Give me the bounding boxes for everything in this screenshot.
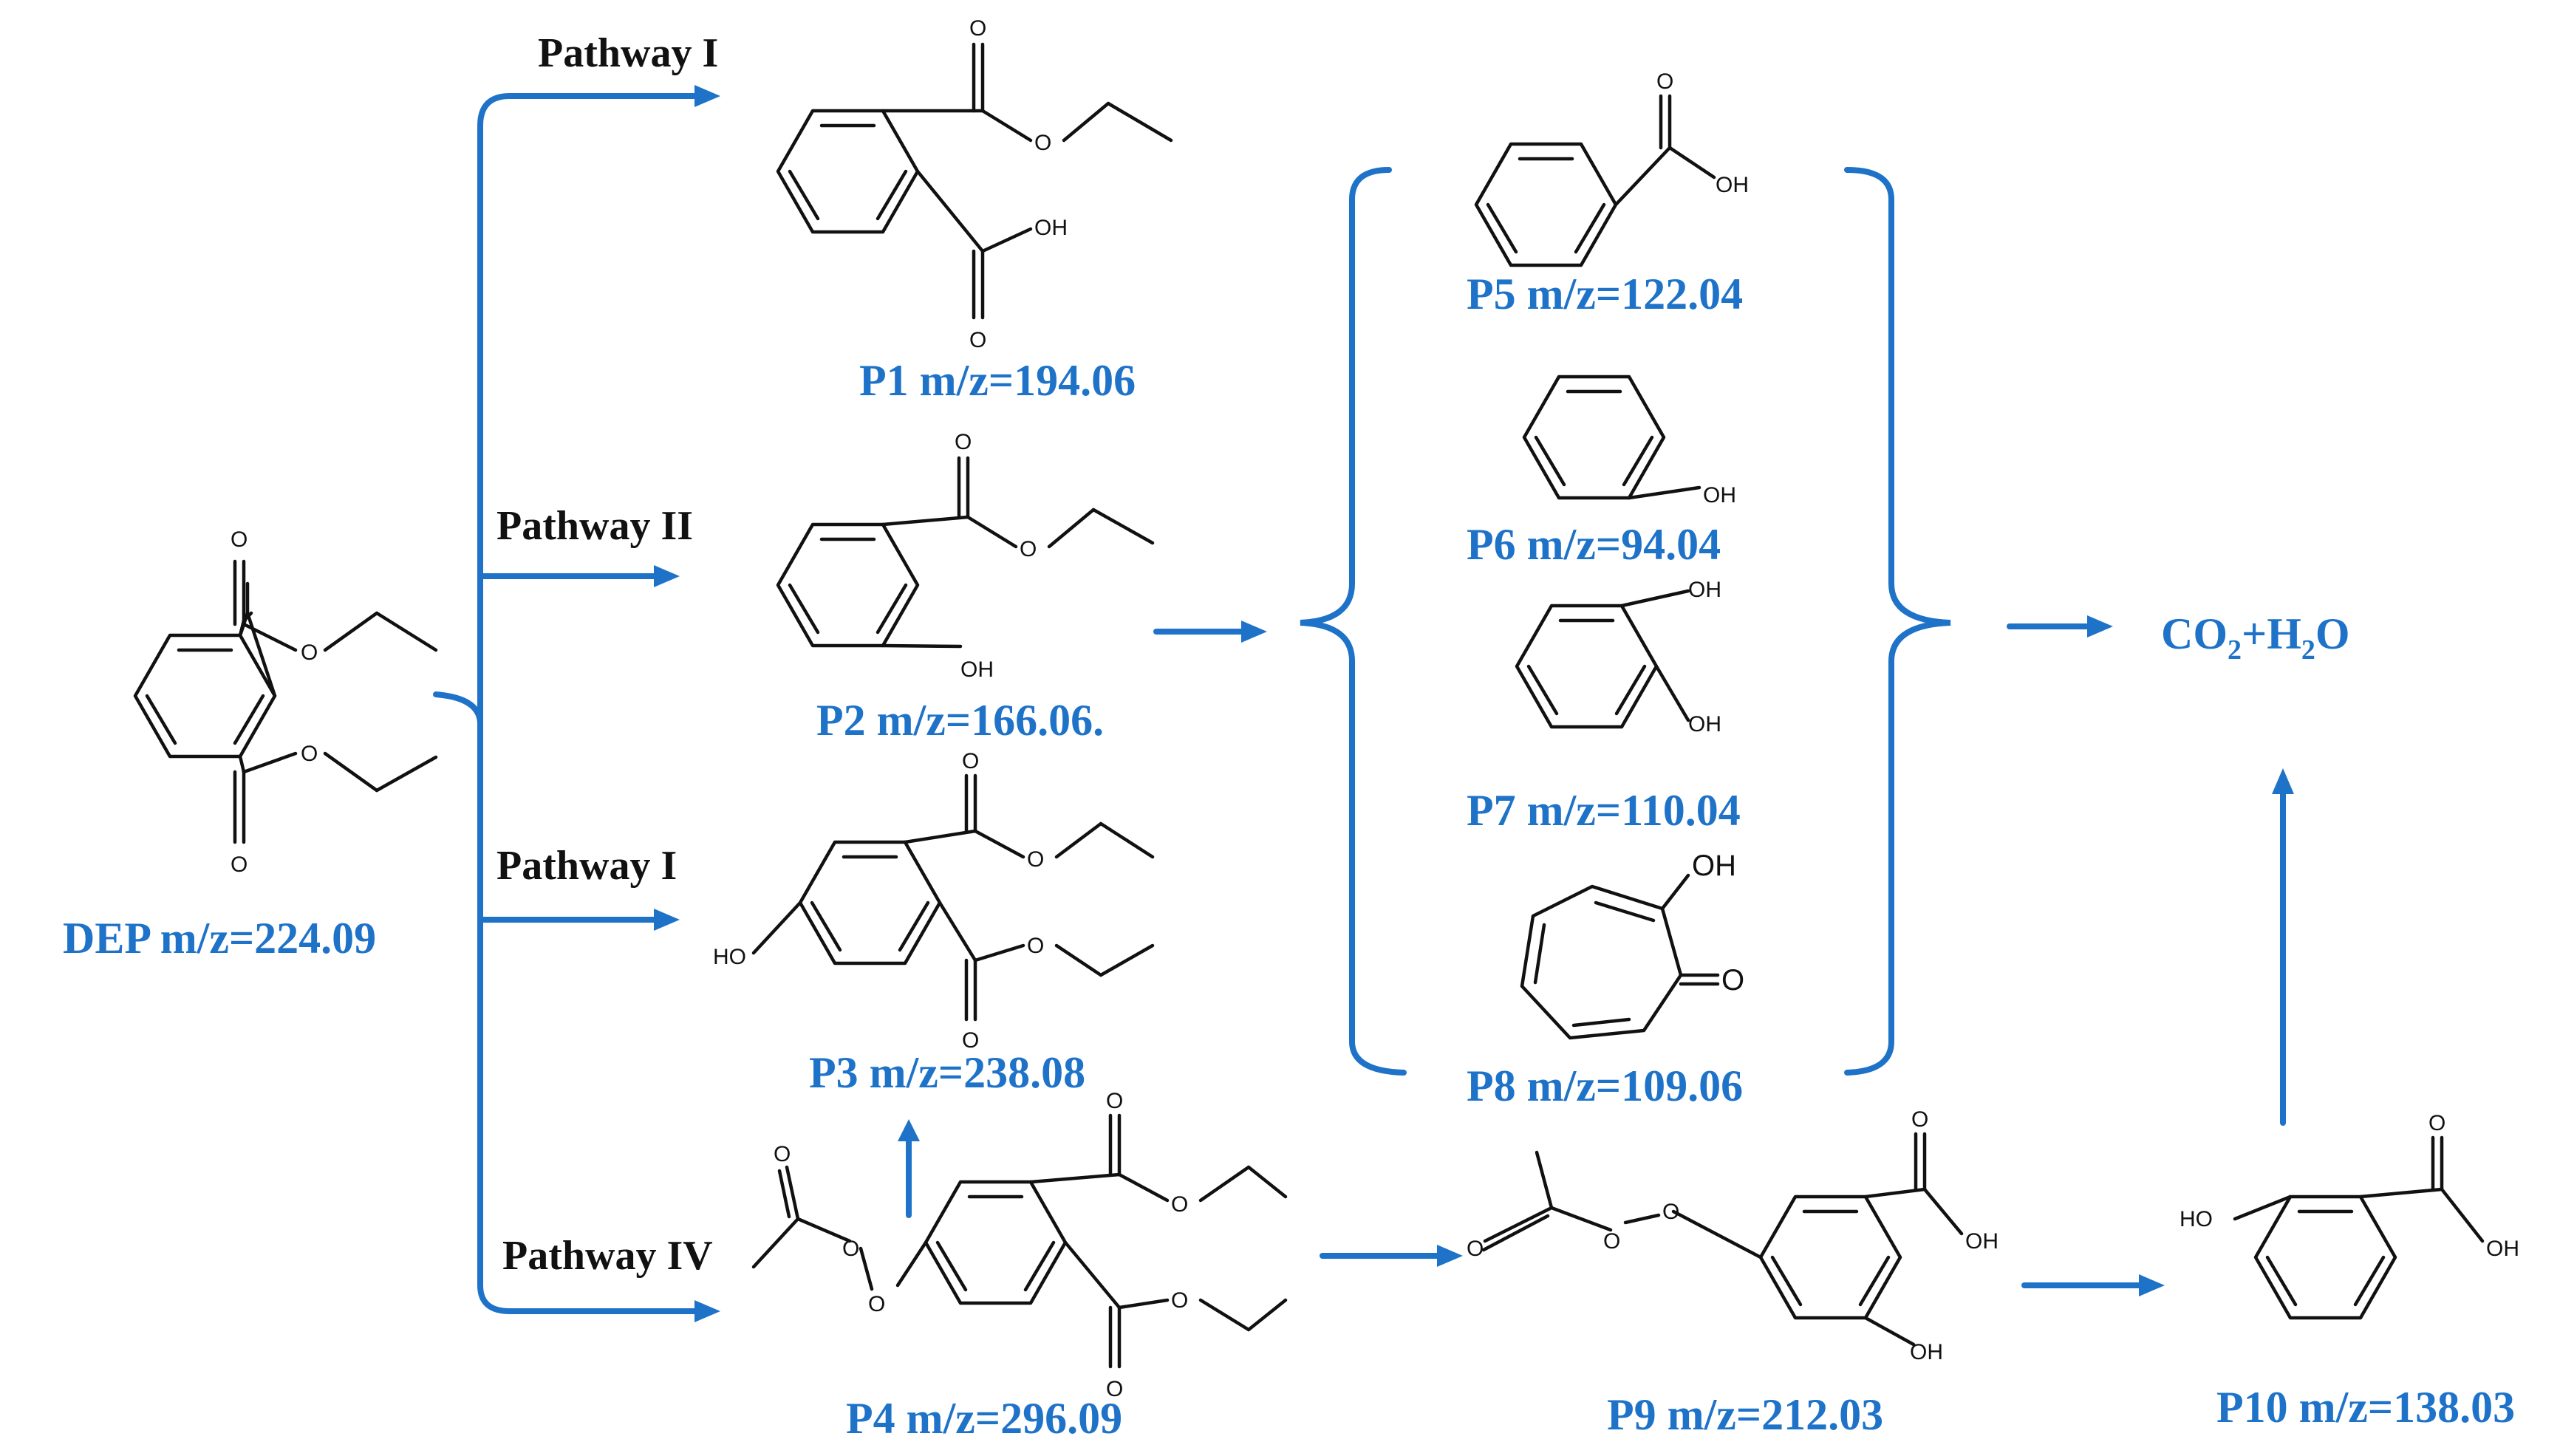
p10-structure: O OH HO (2180, 1111, 2519, 1320)
svg-text:O: O (1171, 1288, 1188, 1313)
pathway-2-label: Pathway II (496, 503, 693, 549)
svg-text:OH: OH (2486, 1237, 2519, 1261)
svg-text:O: O (1034, 131, 1051, 155)
svg-text:O: O (774, 1142, 791, 1166)
p5-label: P5 m/z=122.04 (1467, 270, 1743, 318)
arrow-p9-to-p10 (2021, 1274, 2165, 1296)
branch-bracket (433, 93, 697, 1314)
svg-text:O: O (955, 430, 972, 454)
svg-text:O: O (1721, 964, 1744, 997)
p8-label: P8 m/z=109.06 (1467, 1062, 1743, 1110)
svg-text:O: O (962, 1028, 979, 1053)
p2-label: P2 m/z=166.06. (816, 696, 1104, 745)
arrow-pathway-3 (477, 909, 680, 931)
p1-structure: O O OH O (776, 16, 1173, 352)
p4-structure: O O O O O O O (751, 1089, 1288, 1401)
p6-label: P6 m/z=94.04 (1467, 520, 1721, 569)
svg-text:O: O (842, 1237, 859, 1261)
p1-label: P1 m/z=194.06 (859, 356, 1136, 405)
p3-structure: O O O O HO (713, 749, 1155, 1053)
svg-text:HO: HO (2180, 1207, 2213, 1231)
p5-structure: O OH (1474, 69, 1749, 267)
p8-structure: OH O (1520, 850, 1744, 1040)
svg-text:OH: OH (960, 657, 994, 682)
svg-text:O: O (868, 1292, 885, 1316)
right-curly-bracket (1844, 167, 1951, 1076)
svg-text:O: O (301, 640, 318, 665)
svg-text:O: O (1106, 1089, 1123, 1113)
p6-structure: OH (1522, 375, 1736, 507)
p7-label: P7 m/z=110.04 (1467, 786, 1741, 835)
svg-text:O: O (1020, 537, 1037, 561)
svg-text:OH: OH (1965, 1229, 1998, 1254)
p4-label: P4 m/z=296.09 (846, 1394, 1122, 1443)
p9-structure: O OH OH O O O (1467, 1107, 1998, 1364)
p7-structure: OH OH (1515, 578, 1721, 736)
arrow-p4-to-p9 (1320, 1245, 1463, 1267)
p2-structure: O O OH (776, 430, 1155, 682)
arrow-p2-to-bracket (1153, 621, 1267, 643)
pathway-3-label: Pathway I (496, 843, 677, 889)
svg-text:O: O (301, 742, 318, 766)
svg-text:O: O (1171, 1192, 1188, 1217)
arrow-bracket-to-co2 (2007, 615, 2113, 638)
svg-text:O: O (1027, 934, 1044, 958)
svg-text:O: O (1656, 69, 1673, 94)
svg-text:O: O (969, 16, 986, 41)
svg-text:O: O (1027, 847, 1044, 872)
co2-h2o-label: CO2+H2O (2161, 609, 2350, 666)
svg-text:O: O (962, 749, 979, 773)
arrow-pathway-4 (694, 1300, 720, 1322)
arrow-p4-to-p3 (898, 1119, 920, 1218)
svg-text:OH: OH (1716, 173, 1749, 197)
svg-text:O: O (969, 328, 986, 352)
p10-label: P10 m/z=138.03 (2216, 1383, 2515, 1432)
arrow-pathway-2 (477, 565, 680, 587)
svg-text:O: O (1911, 1107, 1928, 1132)
svg-text:OH: OH (1688, 712, 1721, 736)
pathway-4-label: Pathway IV (502, 1233, 713, 1279)
svg-text:O: O (231, 527, 248, 552)
svg-text:OH: OH (1034, 216, 1068, 240)
dep-label: DEP m/z=224.09 (63, 914, 376, 963)
dep-structure: O O O O (133, 527, 438, 877)
svg-text:O: O (1106, 1377, 1123, 1401)
svg-text:HO: HO (713, 945, 746, 969)
svg-text:OH: OH (1688, 578, 1721, 602)
left-curly-bracket (1300, 167, 1407, 1076)
svg-text:O: O (2428, 1111, 2445, 1135)
svg-text:O: O (231, 852, 248, 877)
arrow-p10-up (2272, 768, 2294, 1126)
svg-text:O: O (1603, 1229, 1620, 1254)
svg-text:OH: OH (1703, 483, 1736, 507)
pathway-1-label: Pathway I (538, 30, 718, 76)
svg-text:O: O (1662, 1200, 1679, 1224)
svg-text:OH: OH (1910, 1340, 1943, 1364)
svg-text:OH: OH (1692, 850, 1736, 882)
p9-label: P9 m/z=212.03 (1607, 1390, 1883, 1439)
p3-label: P3 m/z=238.08 (809, 1048, 1085, 1097)
arrow-pathway-1 (694, 85, 720, 107)
svg-text:O: O (1467, 1237, 1484, 1261)
